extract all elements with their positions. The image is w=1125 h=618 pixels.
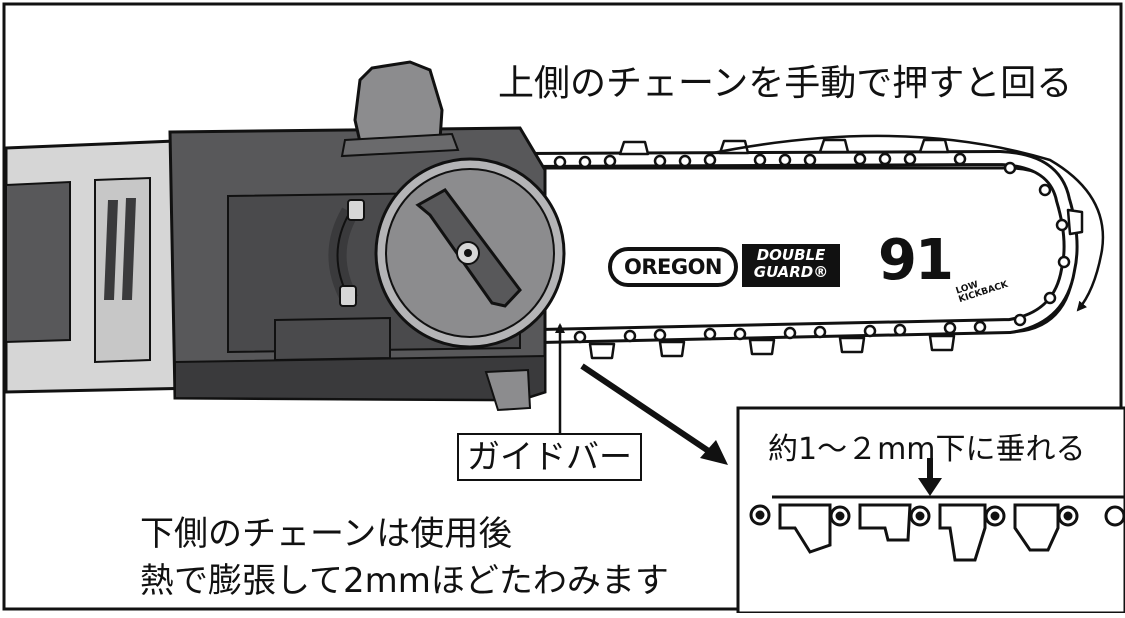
cutter-teeth [588, 138, 1084, 360]
inset-chain [749, 503, 1125, 562]
double-guard-line2: GUARD® [753, 263, 829, 281]
bottom-caption-line1: 下側のチェーンは使用後 [140, 514, 513, 554]
oregon-logo: OREGON [608, 247, 738, 287]
model-number: 91 [878, 228, 954, 293]
lock-unlock-arrow-icon [328, 199, 365, 307]
double-guard-logo: DOUBLE GUARD® [742, 244, 840, 287]
guide-bar-label: ガイドバー [457, 433, 642, 481]
sag-arrow-icon [918, 458, 942, 496]
pointer-arrow-icon [580, 363, 718, 459]
chain-links [553, 152, 1071, 344]
bottom-caption-line2: 熱で膨張して2mmほどたわみます [140, 561, 669, 601]
sag-label: 約1～２mm下に垂れる [768, 432, 1086, 467]
top-caption: 上側のチェーンを手動で押すと回る [498, 63, 1073, 104]
rotation-arrow-icon [707, 134, 1105, 312]
tension-knob-icon [374, 157, 566, 349]
double-guard-line1: DOUBLE [756, 246, 826, 264]
upper-chain [524, 150, 1079, 344]
pointer-arrow-head [700, 440, 728, 465]
